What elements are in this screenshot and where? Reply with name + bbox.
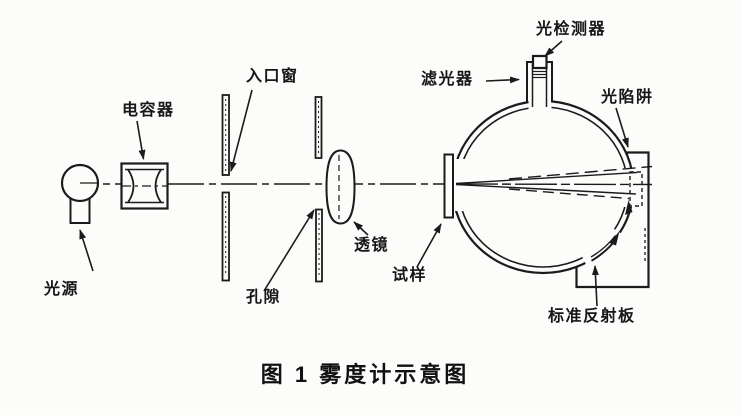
arrow-light-trap [615, 107, 629, 148]
figure-caption: 图 1 雾度计示意图 [260, 362, 470, 387]
label-filter: 滤光器 [421, 71, 474, 88]
aperture-slit-lower [315, 208, 323, 283]
label-entrance-window: 入口窗 [246, 68, 299, 85]
light-source [60, 163, 100, 224]
light-rays [455, 165, 653, 200]
ray-lower-solid [455, 183, 637, 195]
ray-upper-solid [455, 171, 638, 185]
standard-reflector [590, 200, 633, 262]
detector-box [531, 54, 548, 70]
label-aperture: 孔隙 [246, 289, 282, 306]
arrow-lens [353, 221, 369, 236]
ray-lower-dashed [508, 188, 630, 200]
arrow-condenser [136, 120, 146, 160]
arrow-standard-reflector [591, 265, 599, 307]
arrow-aperture [263, 209, 315, 292]
label-condenser: 电容器 [122, 102, 175, 119]
aperture-slits [314, 96, 323, 283]
ray-upper-dashed [508, 165, 653, 180]
arrow-filter [485, 76, 520, 84]
wall-arrow-lower [609, 231, 620, 246]
label-lens: 透镜 [354, 237, 390, 254]
lens [325, 149, 356, 225]
detector-port [526, 54, 553, 107]
label-light-source: 光源 [44, 281, 80, 298]
sample [443, 153, 454, 219]
label-standard-reflector: 标准反射板 [548, 308, 636, 325]
filter-plates [532, 70, 547, 79]
arrow-sample [416, 223, 442, 268]
label-detector: 光检测器 [536, 21, 607, 38]
arrow-light-source [79, 229, 94, 272]
arrow-entrance-window [229, 89, 253, 172]
exit-port [629, 171, 643, 207]
condenser [120, 162, 169, 210]
label-light-trap: 光陷阱 [601, 89, 654, 106]
label-sample: 试样 [392, 267, 428, 284]
entrance-window-slits [221, 94, 230, 282]
arrow-detector [544, 40, 563, 57]
beam-axis [455, 183, 653, 186]
wall-arrow-upper [625, 200, 633, 215]
